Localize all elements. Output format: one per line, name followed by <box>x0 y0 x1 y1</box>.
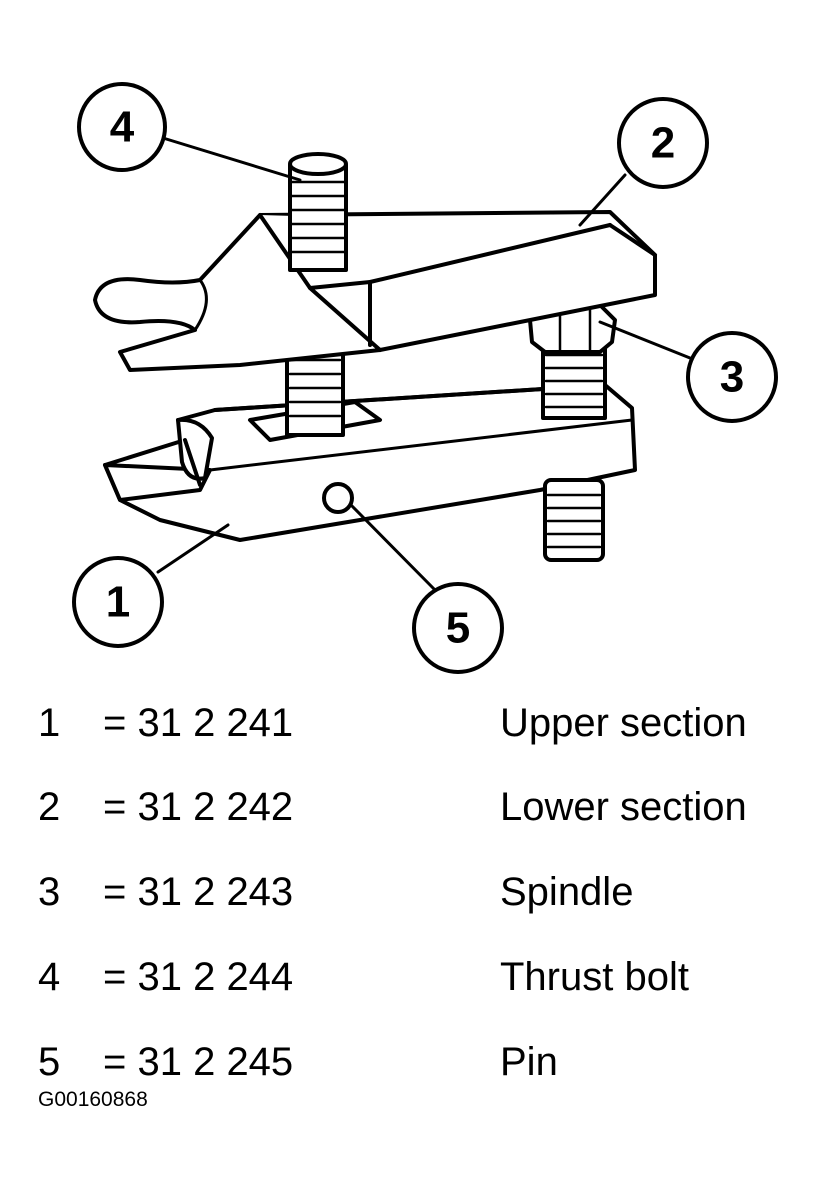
legend-row: 3 = 31 2 243 Spindle <box>0 862 818 922</box>
pin-hole <box>322 482 354 514</box>
legend-number: 1 <box>38 701 61 745</box>
figure-id: G00160868 <box>38 1088 148 1111</box>
callout-circle-4 <box>77 82 167 172</box>
leader-lines <box>156 136 692 594</box>
thrust-bolt-part <box>288 152 348 272</box>
legend-code: = 31 2 241 <box>103 701 294 745</box>
callout-circle-2 <box>617 97 709 189</box>
legend-code: = 31 2 244 <box>103 955 294 999</box>
legend-row: 5 = 31 2 245 Pin <box>0 1032 818 1092</box>
tool-diagram: 4 2 3 1 5 <box>72 82 778 674</box>
legend-description: Spindle <box>500 870 634 914</box>
callout-label-1: 1 <box>106 578 130 627</box>
legend-code: = 31 2 245 <box>103 1040 294 1084</box>
legend-row: 2 = 31 2 242 Lower section <box>0 777 818 837</box>
spindle-bottom-thread <box>543 478 605 562</box>
legend-row: 4 = 31 2 244 Thrust bolt <box>0 947 818 1007</box>
legend-description: Thrust bolt <box>500 955 689 999</box>
callout-label-3: 3 <box>720 353 744 402</box>
callout-circle-3 <box>686 331 778 423</box>
callout-label-4: 4 <box>110 103 135 152</box>
spindle-part <box>528 303 617 420</box>
legend-code: = 31 2 242 <box>103 785 294 829</box>
callout-circle-5 <box>412 582 504 674</box>
legend-code: = 31 2 243 <box>103 870 294 914</box>
callout-label-2: 2 <box>651 119 675 168</box>
callout-circle-1 <box>72 556 164 648</box>
legend-number: 4 <box>38 955 61 999</box>
legend-description: Pin <box>500 1040 558 1084</box>
legend-description: Lower section <box>500 785 747 829</box>
legend-description: Upper section <box>500 701 747 745</box>
legend-number: 2 <box>38 785 61 829</box>
legend-number: 5 <box>38 1040 61 1084</box>
legend-number: 3 <box>38 870 61 914</box>
callout-label-5: 5 <box>446 604 470 653</box>
legend-row: 1 = 31 2 241 Upper section <box>0 693 818 753</box>
